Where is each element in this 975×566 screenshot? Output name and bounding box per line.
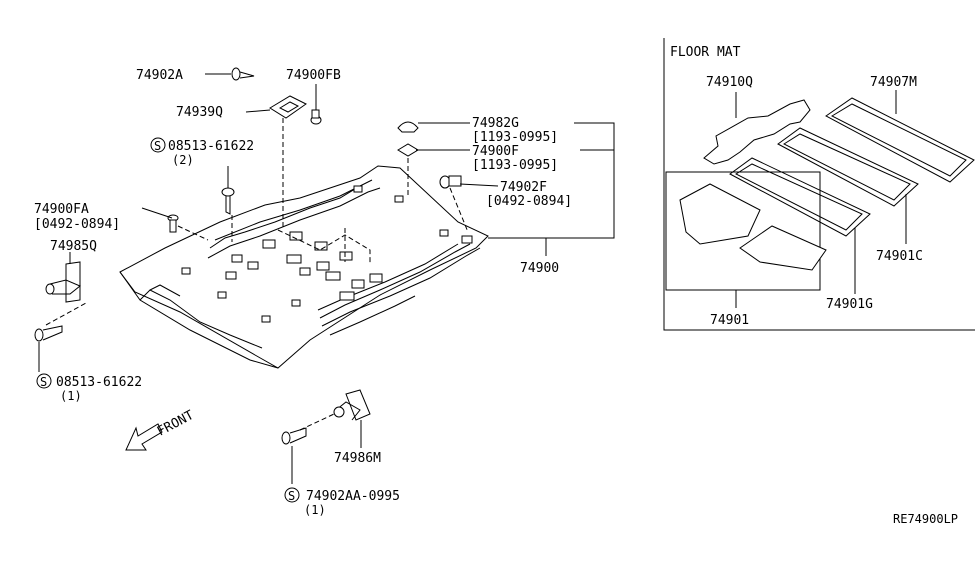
clip-74902F-drawing xyxy=(439,175,462,189)
label-08513-top-qty: (2) xyxy=(172,153,194,167)
standard-part-symbol-bottom-center: S xyxy=(284,487,300,503)
label-74901C: 74901C xyxy=(876,249,923,264)
label-74900: 74900 xyxy=(520,261,559,276)
label-74985Q: 74985Q xyxy=(50,239,97,254)
svg-text:S: S xyxy=(40,375,47,389)
leader-lines xyxy=(38,73,615,484)
clip-74900FA-drawing xyxy=(167,214,179,233)
label-74939Q: 74939Q xyxy=(176,105,223,120)
grommet-74900F-drawing xyxy=(397,143,419,157)
svg-text:S: S xyxy=(288,489,295,503)
label-74902A: 74902A xyxy=(136,68,183,83)
label-74901G: 74901G xyxy=(826,297,873,312)
bolt-74902A-drawing xyxy=(231,67,255,81)
label-74900FA: 74900FA xyxy=(34,202,89,217)
front-arrow xyxy=(125,423,163,451)
label-74900FB: 74900FB xyxy=(286,68,341,83)
label-74986M: 74986M xyxy=(334,451,381,466)
bracket-74986M-drawing xyxy=(299,389,371,431)
label-74900F-range: [1193-0995] xyxy=(472,158,558,173)
label-74900F: 74900F xyxy=(472,144,519,159)
bracket-74939Q-drawing xyxy=(269,95,307,119)
screw-bottom-left-drawing xyxy=(34,325,63,342)
label-74900FA-range: [0492-0894] xyxy=(34,217,120,232)
label-74902F: 74902F xyxy=(500,180,547,195)
label-74910Q: 74910Q xyxy=(706,75,753,90)
screw-top-drawing xyxy=(221,187,235,215)
svg-text:S: S xyxy=(154,139,161,153)
label-08513-top: 08513-61622 xyxy=(168,139,254,154)
label-front: FRONT xyxy=(155,408,197,440)
screw-bottom-center-drawing xyxy=(281,427,307,445)
label-74902AA-qty: (1) xyxy=(304,503,326,517)
bracket-74985Q-drawing xyxy=(45,261,87,326)
clip-74900FB-drawing xyxy=(310,109,322,125)
label-74982G-range: [1193-0995] xyxy=(472,130,558,145)
standard-part-symbol-top: S xyxy=(150,137,166,153)
label-08513-bottom: 08513-61622 xyxy=(56,375,142,390)
label-74902AA: 74902AA-0995 xyxy=(306,489,400,504)
label-74907M: 74907M xyxy=(870,75,917,90)
plug-74982G-drawing xyxy=(397,121,419,133)
label-74902F-range: [0492-0894] xyxy=(486,194,572,209)
floor-mat-panel xyxy=(663,38,975,331)
label-74982G: 74982G xyxy=(472,116,519,131)
floor-panel-drawing xyxy=(119,118,489,369)
floor-mat-title: FLOOR MAT xyxy=(670,45,741,60)
label-74901: 74901 xyxy=(710,313,749,328)
reference-code: RE74900LP xyxy=(893,512,958,526)
standard-part-symbol-bottom-left: S xyxy=(36,373,52,389)
label-08513-bottom-qty: (1) xyxy=(60,389,82,403)
